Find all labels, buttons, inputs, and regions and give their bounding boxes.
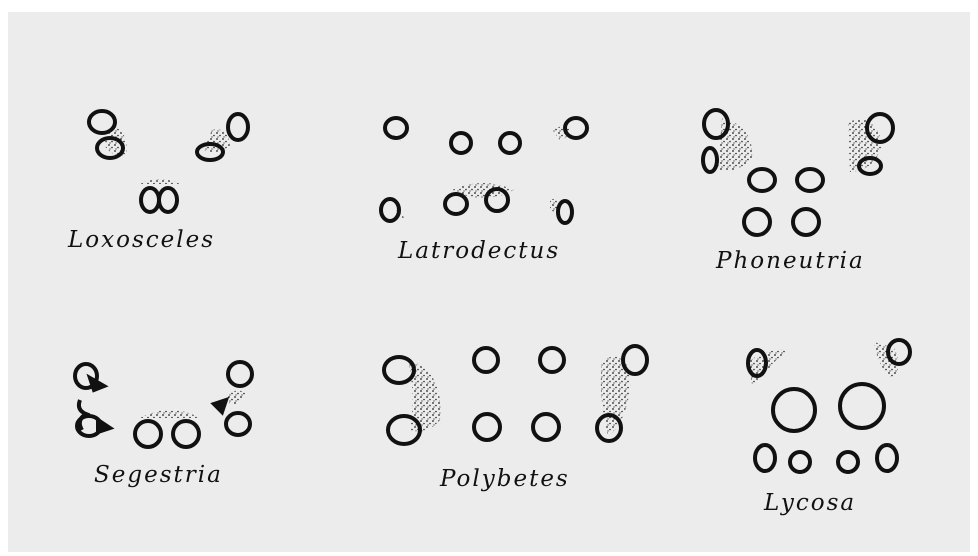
polybetes-eyes: [384, 346, 647, 444]
label-segestria: Segestria: [94, 462, 223, 488]
label-loxosceles: Loxosceles: [68, 227, 215, 253]
label-latrodectus: Latrodectus: [398, 238, 560, 264]
label-phoneutria: Phoneutria: [716, 248, 865, 274]
label-lycosa: Lycosa: [764, 490, 856, 516]
label-polybetes: Polybetes: [440, 466, 570, 492]
segestria-eyes: [75, 362, 252, 447]
phoneutria-eyes: [703, 110, 893, 235]
latrodectus-eyes: [381, 118, 587, 223]
lycosa-eyes: [748, 340, 910, 472]
loxosceles-eyes: [89, 111, 248, 212]
